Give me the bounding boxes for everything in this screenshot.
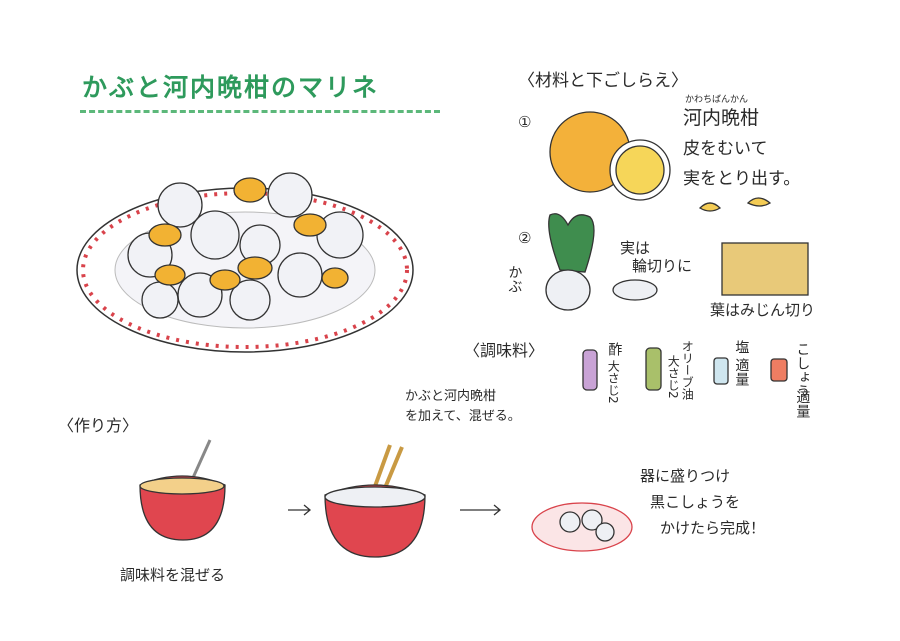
method-step3-line2: 黒こしょうを bbox=[650, 493, 741, 511]
salt-amount: 適量 bbox=[733, 358, 750, 386]
marinade-plate-illustration bbox=[76, 172, 414, 353]
turnip-illustration bbox=[545, 213, 809, 311]
title-underline bbox=[80, 110, 440, 113]
pepper-amount: 適量 bbox=[794, 390, 811, 418]
method-step2-line2: を加えて、混ぜる。 bbox=[405, 409, 521, 424]
ingredients-heading: 〈材料と下ごしらえ〉 bbox=[518, 71, 688, 91]
pepper-name: こしょう bbox=[794, 342, 811, 398]
salt-name: 塩 bbox=[733, 340, 750, 354]
turnip-label: かぶ bbox=[506, 265, 523, 293]
root-line1: 実は bbox=[620, 239, 651, 257]
method-step1: 調味料を混ぜる bbox=[120, 566, 226, 584]
step1-ruby: かわちばんかん bbox=[685, 95, 749, 105]
step1-line1: 皮をむいて bbox=[683, 139, 768, 159]
method-step3-line1: 器に盛りつけ bbox=[640, 467, 731, 485]
seasoning-bottles bbox=[582, 347, 788, 391]
leaves-instruction: 葉はみじん切り bbox=[710, 301, 816, 319]
vinegar-name: 酢 bbox=[606, 342, 623, 356]
root-line2: 輪切りに bbox=[632, 257, 693, 275]
step1-name: 河内晩柑 bbox=[683, 107, 760, 129]
recipe-title: かぶと河内晩柑のマリネ bbox=[82, 73, 380, 102]
method-step3-line3: かけたら完成！ bbox=[660, 519, 766, 537]
method-heading: 〈作り方〉 bbox=[58, 416, 139, 435]
step1-number: ① bbox=[518, 113, 532, 131]
olive-oil-name: オリーブ油 bbox=[680, 340, 695, 400]
seasonings-heading: 〈調味料〉 bbox=[464, 341, 545, 360]
step2-number: ② bbox=[518, 229, 532, 247]
method-illustrations bbox=[139, 439, 633, 558]
kawachi-bankan-illustration bbox=[549, 111, 772, 212]
olive-oil-amount: 大さじ2 bbox=[666, 355, 681, 399]
vinegar-amount: 大さじ2 bbox=[606, 360, 621, 404]
method-step2-line1: かぶと河内晩柑 bbox=[405, 389, 497, 404]
step1-line2: 実をとり出す。 bbox=[683, 169, 801, 189]
